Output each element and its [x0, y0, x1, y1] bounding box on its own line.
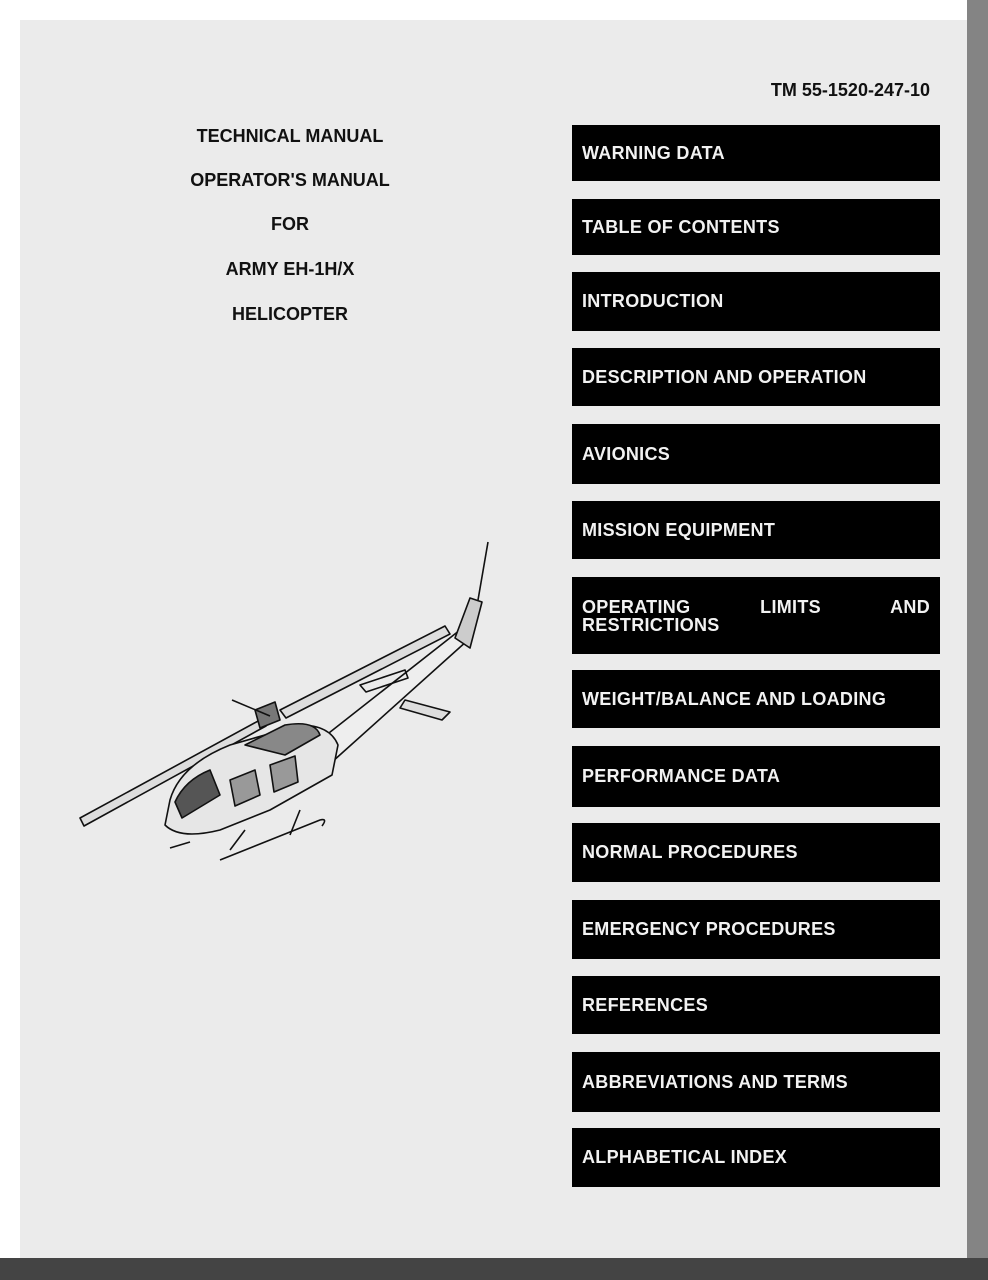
tab-abbreviations-and-terms[interactable]: ABBREVIATIONS AND TERMS — [572, 1052, 940, 1112]
tab-mission-equipment[interactable]: MISSION EQUIPMENT — [572, 501, 940, 559]
title-line: OPERATOR'S MANUAL — [190, 170, 390, 190]
title-line: HELICOPTER — [231, 304, 348, 324]
tab-operating-limits[interactable]: OPERATING LIMITS AND RESTRICTIONS — [572, 577, 940, 654]
tab-normal-procedures[interactable]: NORMAL PROCEDURES — [572, 823, 940, 882]
title-line: TECHNICAL MANUAL — [196, 126, 384, 146]
document-number: TM 55-1520-247-10 — [770, 80, 930, 100]
tab-weight-balance[interactable]: WEIGHT/BALANCE AND LOADING — [572, 670, 940, 728]
page-shadow-bottom — [0, 1258, 988, 1280]
title-line: FOR — [271, 214, 309, 234]
tab-emergency-procedures[interactable]: EMERGENCY PROCEDURES — [572, 900, 940, 959]
tab-table-of-contents[interactable]: TABLE OF CONTENTS — [572, 199, 940, 255]
page-shadow-right — [967, 0, 988, 1258]
tab-alphabetical-index[interactable]: ALPHABETICAL INDEX — [572, 1128, 940, 1187]
tab-avionics[interactable]: AVIONICS — [572, 424, 940, 484]
tab-description-and-operation[interactable]: DESCRIPTION AND OPERATION — [572, 348, 940, 406]
helicopter-illustration — [79, 541, 489, 861]
title-line: ARMY EH-1H/X — [225, 259, 355, 279]
tab-references[interactable]: REFERENCES — [572, 976, 940, 1034]
tab-introduction[interactable]: INTRODUCTION — [572, 272, 940, 331]
tab-performance-data[interactable]: PERFORMANCE DATA — [572, 746, 940, 807]
tab-warning-data[interactable]: WARNING DATA — [572, 125, 940, 181]
